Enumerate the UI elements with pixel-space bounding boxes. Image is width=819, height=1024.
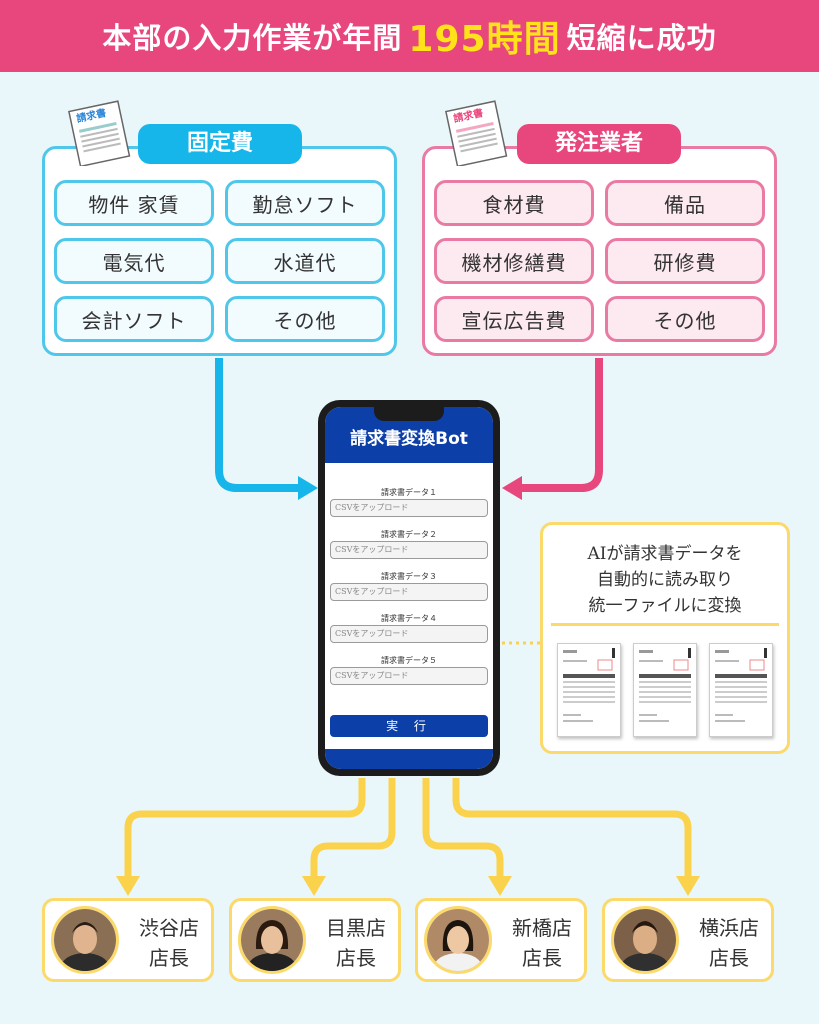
csv-upload-field-3[interactable]: CSVをアップロード (330, 583, 488, 601)
upload-slot-label: 請求書データ２ (381, 530, 437, 539)
manager-card-shinbashi: 新橋店 店長 (415, 898, 587, 982)
fixed-costs-title: 固定費 (138, 124, 302, 164)
vendor-item-other: その他 (605, 296, 765, 342)
avatar (238, 906, 306, 974)
ai-conversion-note: AIが請求書データを 自動的に読み取り 統一ファイルに変換 (540, 522, 790, 754)
unified-file-thumbnail (709, 643, 773, 737)
arrow-to-meguro (310, 778, 396, 878)
banner-prefix: 本部の入力作業が年間 (102, 21, 403, 55)
app-footer (325, 749, 493, 769)
manager-card-meguro: 目黒店 店長 (229, 898, 401, 982)
fixed-item-water: 水道代 (225, 238, 385, 284)
csv-upload-field-2[interactable]: CSVをアップロード (330, 541, 488, 559)
unified-file-thumbnail (557, 643, 621, 737)
arrow-head-meguro (302, 876, 326, 896)
avatar (424, 906, 492, 974)
store-name: 渋谷店 (139, 916, 199, 940)
vendor-item-training: 研修費 (605, 238, 765, 284)
arrow-fixed-to-phone (215, 358, 300, 492)
manager-card-yokohama: 横浜店 店長 (602, 898, 774, 982)
ai-note-line-3: 統一ファイルに変換 (588, 596, 742, 616)
store-name: 新橋店 (512, 916, 572, 940)
vendor-item-food: 食材費 (434, 180, 594, 226)
phone-notch (374, 407, 444, 421)
smartphone: 請求書変換Bot 請求書データ１ CSVをアップロード 請求書データ２ CSVを… (318, 400, 500, 776)
vendors-title: 発注業者 (517, 124, 681, 164)
app-title: 請求書変換Bot (350, 429, 468, 449)
banner-highlight: 195時間 (408, 19, 561, 60)
avatar (51, 906, 119, 974)
csv-upload-field-1[interactable]: CSVをアップロード (330, 499, 488, 517)
arrow-head-pink (502, 476, 522, 500)
arrow-head-blue (298, 476, 318, 500)
arrow-vendors-to-phone (520, 358, 603, 492)
title-banner: 本部の入力作業が年間 195時間 短縮に成功 (0, 0, 819, 72)
vendor-item-advertising: 宣伝広告費 (434, 296, 594, 342)
csv-upload-field-5[interactable]: CSVをアップロード (330, 667, 488, 685)
csv-upload-field-4[interactable]: CSVをアップロード (330, 625, 488, 643)
manager-role: 店長 (522, 946, 562, 970)
app-header: 請求書変換Bot (325, 407, 493, 463)
arrow-head-yokohama (676, 876, 700, 896)
fixed-item-attendance-software: 勤怠ソフト (225, 180, 385, 226)
invoice-icon: 請求書 (445, 100, 508, 166)
store-name: 横浜店 (699, 916, 759, 940)
arrow-to-shibuya (124, 778, 366, 878)
fixed-item-rent: 物件 家賃 (54, 180, 214, 226)
manager-role: 店長 (149, 946, 189, 970)
phone-screen: 請求書変換Bot 請求書データ１ CSVをアップロード 請求書データ２ CSVを… (325, 407, 493, 769)
manager-card-shibuya: 渋谷店 店長 (42, 898, 214, 982)
unified-file-thumbnail (633, 643, 697, 737)
manager-role: 店長 (336, 946, 376, 970)
avatar (611, 906, 679, 974)
banner-suffix: 短縮に成功 (566, 21, 717, 55)
upload-slot-label: 請求書データ１ (381, 488, 437, 497)
manager-role: 店長 (709, 946, 749, 970)
ai-note-line-1: AIが請求書データを (587, 544, 743, 564)
fixed-item-accounting-software: 会計ソフト (54, 296, 214, 342)
vendor-item-supplies: 備品 (605, 180, 765, 226)
fixed-item-other: その他 (225, 296, 385, 342)
ai-note-divider (551, 623, 779, 626)
upload-slot-label: 請求書データ５ (381, 656, 437, 665)
fixed-item-electricity: 電気代 (54, 238, 214, 284)
arrow-head-shinbashi (488, 876, 512, 896)
store-name: 目黒店 (326, 916, 386, 940)
arrow-to-yokohama (452, 778, 692, 878)
run-button[interactable]: 実 行 (330, 715, 488, 737)
ai-note-line-2: 自動的に読み取り (597, 570, 733, 590)
arrow-head-shibuya (116, 876, 140, 896)
arrow-to-shinbashi (422, 778, 504, 878)
invoice-icon: 請求書 (68, 100, 131, 166)
vendor-item-equipment-repair: 機材修繕費 (434, 238, 594, 284)
upload-slot-label: 請求書データ３ (381, 572, 437, 581)
upload-slot-label: 請求書データ４ (381, 614, 437, 623)
